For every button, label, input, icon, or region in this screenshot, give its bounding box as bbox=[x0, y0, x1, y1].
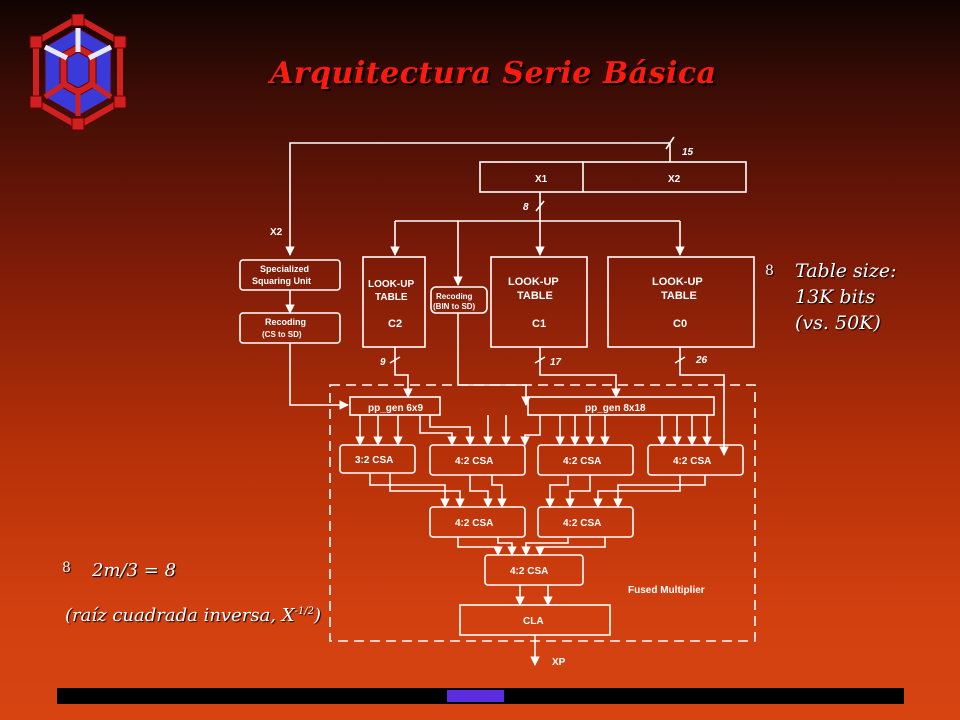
bus-15-label: 15 bbox=[682, 147, 694, 158]
bullet-icon: 8 bbox=[62, 560, 71, 576]
csa-42-l3 bbox=[484, 554, 584, 586]
table-size-line2: 13K bits bbox=[795, 286, 876, 308]
csa-42-l3-label: 4:2 CSA bbox=[510, 566, 548, 577]
recoding-cs-line1: Recoding bbox=[265, 317, 306, 327]
fused-multiplier-label: Fused Multiplier bbox=[628, 585, 705, 596]
pp-gen-6x9-label: pp_gen 6x9 bbox=[368, 403, 423, 414]
cube-lattice-logo bbox=[29, 14, 127, 131]
csa-42-l1-c-label: 4:2 CSA bbox=[673, 456, 711, 467]
pp-gen-8x18-box bbox=[527, 396, 715, 416]
lut-c1-line1: LOOK-UP bbox=[508, 276, 559, 288]
table-size-line3: (vs. 50K) bbox=[795, 312, 881, 334]
architecture-diagram: X1 X2 15 8 X2 Specialized Squaring Unit … bbox=[239, 136, 756, 668]
x1-label: X1 bbox=[535, 174, 548, 185]
table-size-line1: Table size: bbox=[795, 260, 897, 282]
lut-c2-box bbox=[362, 256, 426, 348]
lut-c1-line2: TABLE bbox=[517, 290, 553, 302]
lut-c0-line1: LOOK-UP bbox=[652, 276, 703, 288]
x2-label: X2 bbox=[668, 174, 681, 185]
note-exponent: -1/2 bbox=[294, 606, 315, 617]
note-suffix: ) bbox=[314, 605, 322, 626]
recoding-bin-line1: Recoding bbox=[436, 292, 473, 301]
m-bullet: 8 2m/3 = 8 bbox=[62, 560, 282, 581]
lut-c0-line2: TABLE bbox=[661, 290, 697, 302]
cla-label: CLA bbox=[523, 616, 544, 627]
csa-42-l1-c bbox=[647, 444, 744, 476]
slide-title: Arquitectura Serie Básica bbox=[270, 56, 717, 91]
output-xp-label: XP bbox=[552, 657, 566, 668]
lut-c1-line3: C1 bbox=[532, 318, 546, 330]
recoding-cs-line2: (CS to SD) bbox=[262, 330, 302, 339]
csa-42-l1-a bbox=[429, 444, 526, 476]
m-bullet-text: 2m/3 = 8 bbox=[92, 560, 177, 581]
squaring-unit-line2: Squaring Unit bbox=[252, 276, 311, 286]
csa-32-label: 3:2 CSA bbox=[355, 455, 393, 466]
csa-42-l1-b bbox=[537, 444, 634, 476]
progress-accent bbox=[447, 690, 504, 702]
csa-42-l2-a bbox=[429, 506, 526, 538]
x-register bbox=[479, 161, 747, 193]
lut-c1-box bbox=[490, 256, 588, 348]
input-x2-label: X2 bbox=[270, 227, 283, 238]
pp-gen-6x9-box bbox=[349, 396, 441, 416]
csa-42-l2-a-label: 4:2 CSA bbox=[455, 518, 493, 529]
fused-multiplier-boundary bbox=[329, 384, 756, 642]
lut-c2-line3: C2 bbox=[388, 318, 402, 330]
inverse-sqrt-note: (raíz cuadrada inversa, X-1/2) bbox=[65, 605, 425, 626]
bus-9-label: 9 bbox=[380, 357, 386, 368]
lut-c0-box bbox=[607, 256, 755, 348]
lut-c0-line3: C0 bbox=[673, 318, 687, 330]
recoding-bin-line2: (BIN to SD) bbox=[433, 302, 476, 311]
note-prefix: (raíz cuadrada inversa, X bbox=[65, 605, 295, 626]
lut-c2-line2: TABLE bbox=[375, 292, 408, 303]
bullet-icon: 8 bbox=[765, 263, 774, 279]
bus-26-label: 26 bbox=[695, 355, 708, 366]
csa-42-l2-b bbox=[537, 506, 634, 538]
csa-42-l1-b-label: 4:2 CSA bbox=[563, 456, 601, 467]
pp-gen-8x18-label: pp_gen 8x18 bbox=[585, 403, 646, 414]
bus-8-label: 8 bbox=[523, 202, 529, 213]
squaring-unit-line1: Specialized bbox=[260, 264, 309, 274]
csa-42-l2-b-label: 4:2 CSA bbox=[563, 518, 601, 529]
recoding-bin-box bbox=[430, 286, 488, 314]
lut-c2-line1: LOOK-UP bbox=[368, 279, 414, 290]
bottom-navigation-bar bbox=[57, 688, 904, 704]
bus-17-label: 17 bbox=[550, 357, 562, 368]
csa-42-l1-a-label: 4:2 CSA bbox=[455, 456, 493, 467]
table-size-bullet: 8 Table size: 13K bits (vs. 50K) bbox=[765, 258, 945, 336]
csa-32-box bbox=[339, 444, 416, 474]
